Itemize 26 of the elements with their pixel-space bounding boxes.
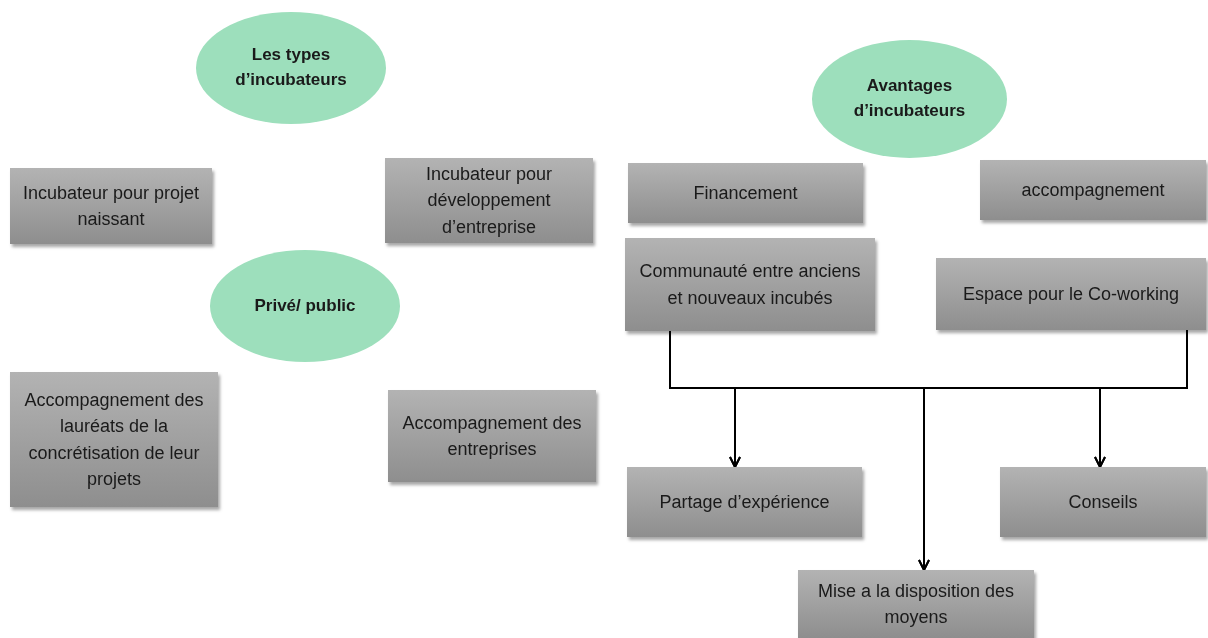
info-box xyxy=(798,570,1034,638)
node-label: Partage d’expérience xyxy=(659,490,830,514)
node-label: Privé/ public xyxy=(254,294,356,317)
info-box xyxy=(628,163,863,223)
node-label: Communauté entre anciens et nouveaux incubés xyxy=(638,260,862,310)
info-box xyxy=(625,238,875,331)
connector-arrow xyxy=(1094,329,1188,468)
node-label: Les types d’incubateurs xyxy=(234,44,348,91)
node-label: Conseils xyxy=(1068,490,1138,514)
info-box xyxy=(388,390,596,482)
node-label: Espace pour le Co-working xyxy=(962,282,1180,306)
info-box xyxy=(385,158,593,243)
info-box xyxy=(980,160,1206,220)
info-box xyxy=(1000,467,1206,537)
node-label: Financement xyxy=(693,181,798,205)
node-label: Accompagnement des entreprises xyxy=(401,411,583,461)
node-label: accompagnement xyxy=(1021,178,1165,202)
node-label: Incubateur pour développement d’entreprise xyxy=(424,163,554,239)
info-box xyxy=(936,258,1206,330)
node-label: Avantages d’incubateurs xyxy=(852,75,967,122)
info-box xyxy=(10,168,212,244)
info-box xyxy=(10,372,218,507)
node-label: Mise a la disposition des moyens xyxy=(816,579,1016,629)
node-label: Incubateur pour projet naissant xyxy=(21,181,201,231)
info-box xyxy=(627,467,862,537)
node-label: Accompagnement des lauréats de la concrétisation de leur projets xyxy=(23,389,205,491)
